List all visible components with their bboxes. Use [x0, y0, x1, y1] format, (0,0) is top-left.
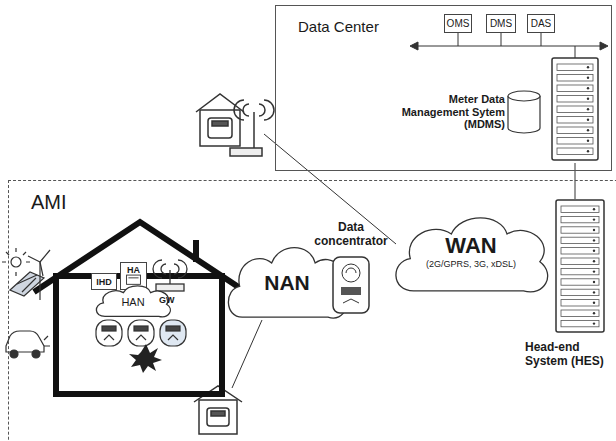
node-region: AMIIHDHAHANNANData concentratorWAN(2G/GP… — [8, 180, 616, 441]
node-region: Head-end System (HES) — [519, 199, 611, 377]
node-label: Data Center — [298, 18, 418, 35]
device-label: GW — [159, 295, 175, 305]
system-box: DMS — [486, 14, 516, 33]
network-cloud: WAN(2G/GPRS, 3G, xDSL) — [389, 211, 553, 297]
system-box: DAS — [527, 14, 555, 33]
node-label: NAN — [223, 271, 351, 295]
node-label: OMS — [445, 18, 471, 30]
system-box: IHD — [91, 273, 117, 290]
node-label: DMS — [487, 18, 515, 30]
node-sublabel: (2G/GPRS, 3G, xDSL) — [389, 259, 553, 269]
node-label: HA — [121, 265, 146, 275]
node-label: Data concentrator — [313, 221, 389, 249]
node-label: AMI — [31, 191, 91, 214]
network-cloud: NAN — [223, 241, 351, 323]
node-region: Data concentrator — [313, 221, 389, 315]
node-label: DAS — [528, 18, 554, 30]
node-label: IHD — [92, 277, 116, 287]
node-label: WAN — [389, 233, 553, 258]
node-label: Head-end System (HES) — [525, 341, 609, 369]
network-link — [575, 163, 576, 199]
system-box: OMS — [444, 14, 472, 33]
node-label: Meter Data Management Sytem (MDMS) — [379, 93, 505, 131]
node-region: Meter Data Management Sytem (MDMS) — [379, 57, 607, 163]
node-region: Data Center OMS DMS DAS Meter Data Managemen… — [275, 5, 612, 171]
